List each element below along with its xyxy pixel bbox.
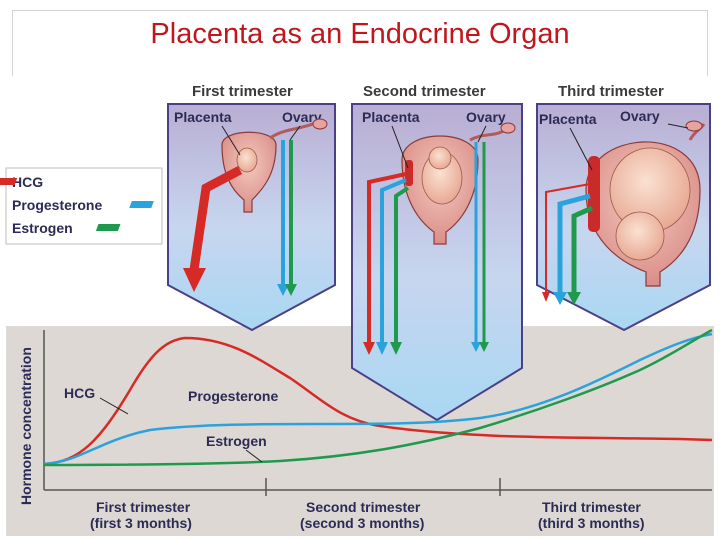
hcg-arrowhead-third [542, 292, 550, 302]
panel-heading-first: First trimester [192, 83, 293, 100]
panel-placenta-label-third: Placenta [539, 111, 597, 127]
legend-label-progesterone: Progesterone [12, 197, 102, 213]
panel-third-trimester: Third trimester Placenta Ovary [536, 83, 711, 332]
estrogen-curve-label: Estrogen [206, 433, 267, 449]
panel-first-trimester: First trimester Placenta Ovary [167, 83, 336, 332]
estrogen-ovary-arrowhead-second [479, 342, 489, 352]
placenta-pointer-first [221, 125, 241, 156]
placenta-pointer-third [569, 127, 593, 171]
placenta-pointer-second [391, 125, 409, 169]
ovary-pointer-second [477, 125, 487, 143]
legend-swatch-progesterone [129, 201, 154, 208]
progesterone-curve-label: Progesterone [188, 388, 278, 404]
legend-label-estrogen: Estrogen [12, 220, 73, 236]
fetus-head-third [615, 211, 665, 261]
panel-shape-first [167, 103, 336, 332]
legend: HCG Progesterone Estrogen [0, 167, 163, 245]
slide-title: Placenta as an Endocrine Organ [150, 18, 570, 50]
trimester-label-third-line2: (third 3 months) [538, 515, 645, 531]
trimester-label-third-line1: Third trimester [542, 499, 641, 515]
hcg-arrow-first [189, 166, 243, 271]
fetus-head-second [428, 146, 452, 170]
hcg-curve-pointer [99, 397, 129, 415]
estrogen-arrowhead-second [390, 342, 402, 355]
hcg-curve-label: HCG [64, 385, 95, 401]
panel-heading-third: Third trimester [558, 83, 664, 100]
panel-heading-second: Second trimester [363, 83, 486, 100]
ovary-illustration-second [500, 122, 516, 134]
panel-second-trimester: Second trimester Placenta Ovary [351, 83, 523, 422]
panel-placenta-label-first: Placenta [174, 109, 232, 125]
progesterone-arrow-second [380, 178, 407, 345]
progesterone-curve [43, 332, 713, 466]
ovary-illustration-first [312, 118, 328, 130]
progesterone-arrow-third [557, 193, 591, 295]
estrogen-arrow-second [394, 186, 410, 345]
progesterone-ovary-arrowhead-second [471, 342, 481, 352]
placenta-illustration-third [588, 156, 600, 232]
hcg-arrow-third [545, 183, 591, 295]
title-frame [12, 10, 708, 76]
estrogen-arrowhead-first [285, 284, 297, 296]
ovary-pointer-first [289, 125, 301, 141]
legend-label-hcg: HCG [12, 174, 43, 190]
panel-ovary-label-second: Ovary [466, 109, 506, 125]
progesterone-arrowhead-second [376, 342, 388, 355]
ovary-pointer-third [667, 123, 689, 129]
ovary-illustration-third [685, 120, 703, 132]
legend-swatch-estrogen [95, 224, 121, 231]
trimester-label-second-line1: Second trimester [306, 499, 421, 515]
fallopian-tube-third [688, 123, 706, 141]
hcg-curve [43, 336, 713, 466]
hcg-arrow-second [367, 172, 407, 345]
hormone-chart: Hormone concentration HCG Progesterone E… [18, 328, 713, 531]
trimester-label-first-line2: (first 3 months) [90, 515, 192, 531]
legend-swatch-hcg [0, 178, 18, 185]
estrogen-arrowhead-third [567, 292, 581, 305]
hcg-arrowhead-first [183, 268, 206, 292]
progesterone-arrowhead-third [553, 292, 567, 305]
chart-y-axis-label: Hormone concentration [18, 347, 34, 505]
trimester-label-first-line1: First trimester [96, 499, 191, 515]
estrogen-curve [43, 328, 713, 467]
estrogen-arrow-third [571, 205, 594, 295]
panel-ovary-label-third: Ovary [620, 108, 660, 124]
hcg-arrowhead-second [363, 342, 375, 355]
trimester-label-second-line2: (second 3 months) [300, 515, 424, 531]
fetus-illustration-first [236, 147, 258, 173]
panel-ovary-label-first: Ovary [282, 109, 322, 125]
progesterone-arrowhead-first [277, 284, 289, 296]
panel-placenta-label-second: Placenta [362, 109, 420, 125]
estrogen-curve-pointer [245, 449, 263, 463]
